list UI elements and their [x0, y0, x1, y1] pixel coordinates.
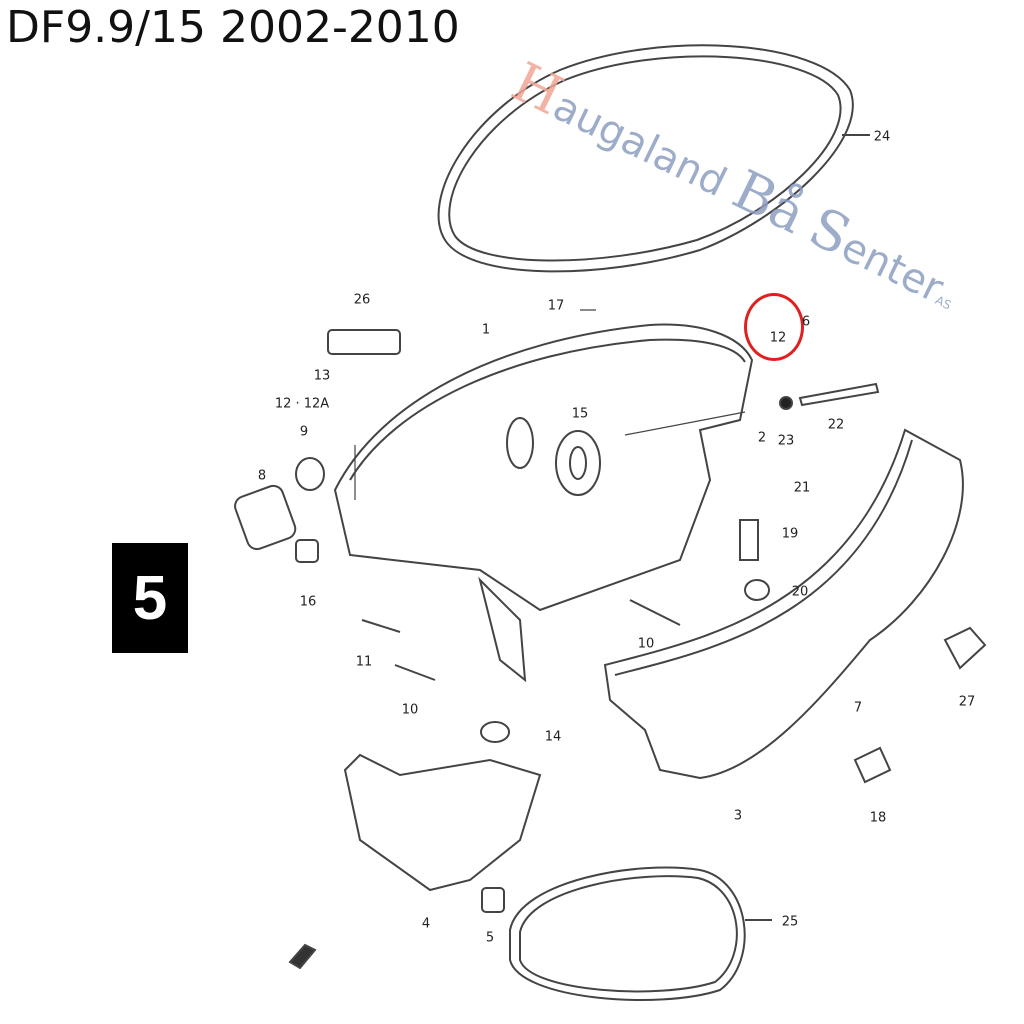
part-label[interactable]: 23 — [777, 433, 795, 449]
part-14-grommet — [480, 721, 510, 743]
part-label[interactable]: 10 — [401, 702, 419, 718]
part-19-clip — [739, 519, 759, 561]
part-9-grommet — [295, 457, 325, 491]
part-label[interactable]: 26 — [353, 292, 371, 308]
part-3-cover-rear — [603, 428, 964, 780]
part-label[interactable]: 3 — [733, 808, 743, 824]
part-26-label-plate — [327, 329, 401, 355]
part-label[interactable]: 9 — [299, 424, 309, 440]
part-8-grip — [234, 484, 297, 551]
part-label[interactable]: 10 — [637, 636, 655, 652]
part-label[interactable]: 21 — [793, 480, 811, 496]
part-label[interactable]: 25 — [781, 914, 799, 930]
part-label[interactable]: 22 — [827, 417, 845, 433]
part-label[interactable]: 27 — [958, 694, 976, 710]
part-18-handle — [853, 746, 892, 784]
part-label[interactable]: 8 — [257, 468, 267, 484]
part-15-grommet — [555, 430, 601, 496]
bolts — [361, 599, 681, 681]
part-label[interactable]: 6 — [801, 314, 811, 330]
part-label[interactable]: 19 — [781, 526, 799, 542]
part-label[interactable]: 13 — [313, 368, 331, 384]
part-label-highlighted[interactable]: 12 — [769, 330, 787, 346]
page-title: DF9.9/15 2002-2010 — [6, 2, 460, 53]
part-16-clip — [295, 539, 319, 563]
part-label[interactable]: 7 — [853, 700, 863, 716]
part-label[interactable]: 2 — [757, 430, 767, 446]
part-20-nut — [744, 579, 770, 601]
part-label[interactable]: 14 — [544, 729, 562, 745]
front-arrow-icon — [288, 943, 317, 970]
part-23-nut — [779, 396, 793, 410]
part-1-cover-front — [333, 323, 754, 612]
part-label[interactable]: 5 — [485, 930, 495, 946]
part-27-latch — [943, 626, 987, 670]
part-label[interactable]: 18 — [869, 810, 887, 826]
part-label[interactable]: 17 — [547, 298, 565, 314]
part-label[interactable]: 15 — [571, 406, 589, 422]
part-label[interactable]: 1 — [481, 322, 491, 338]
highlight-circle — [744, 293, 804, 361]
part-ring — [506, 417, 534, 469]
section-number-badge: 5 — [112, 543, 188, 653]
part-label[interactable]: 20 — [791, 584, 809, 600]
part-label[interactable]: 4 — [421, 916, 431, 932]
part-4-bracket — [343, 753, 542, 892]
part-25-bottom-seal — [509, 866, 746, 1001]
part-label[interactable]: 16 — [299, 594, 317, 610]
part-5-grommet — [481, 887, 505, 913]
part-label[interactable]: 24 — [873, 129, 891, 145]
part-label[interactable]: 12 · 12A — [274, 396, 330, 412]
part-22-rod — [798, 382, 880, 407]
part-label[interactable]: 11 — [355, 654, 373, 670]
part-24-top-seal — [437, 44, 854, 273]
